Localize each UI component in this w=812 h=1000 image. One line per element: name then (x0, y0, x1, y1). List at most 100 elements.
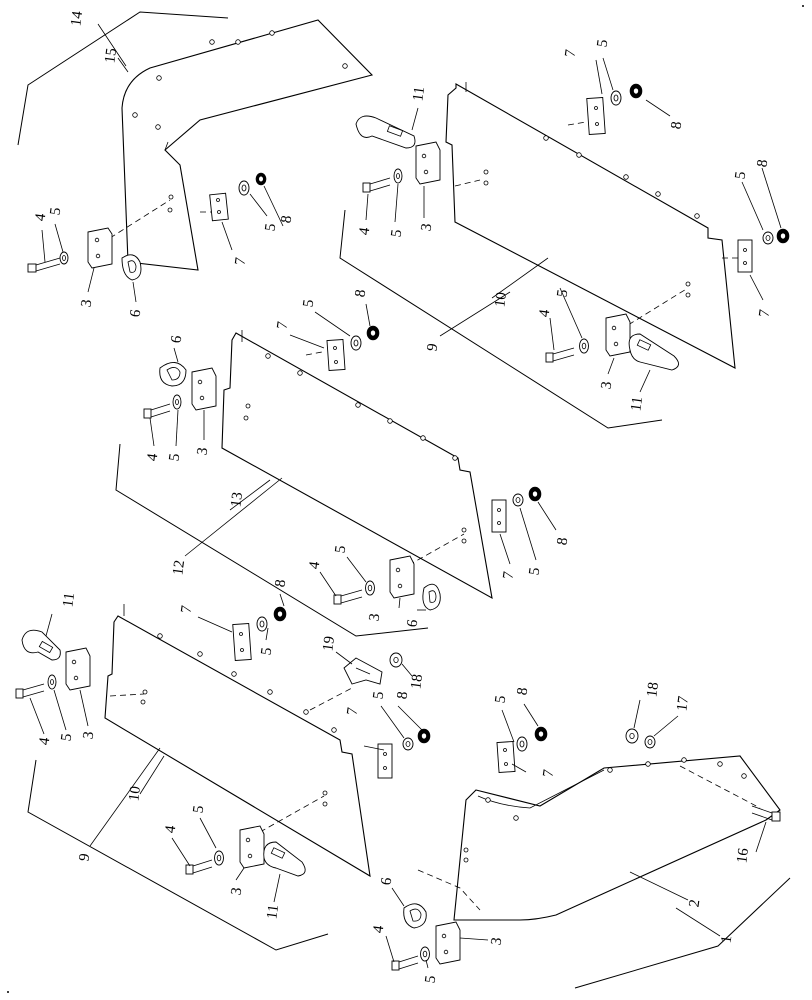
washer-5c (512, 493, 524, 507)
callout-3: 3 (195, 447, 212, 457)
callout-labels: 14 1 5 4 5 3 6 7 5 8 11 7 5 8 4 5 3 5 8 7… (33, 10, 774, 985)
callout-14: 14 (68, 10, 86, 28)
callout-3: 3 (229, 887, 246, 897)
callout-3: 3 (599, 381, 616, 391)
callout-8: 8 (353, 289, 370, 299)
callout-6: 6 (379, 876, 396, 886)
callout-6: 6 (169, 334, 186, 344)
callout-1: 1 (719, 935, 736, 945)
callout-4: 4 (33, 212, 50, 222)
callout-9: 9 (425, 343, 442, 353)
callout-3: 3 (79, 299, 96, 309)
plate-7c (737, 239, 753, 273)
washer-5c (402, 737, 414, 751)
callout-3: 3 (419, 223, 436, 233)
hose-clip-11b (263, 841, 306, 877)
callout-3: 3 (367, 613, 384, 623)
clamp-bracket-3 (87, 227, 113, 269)
callout-8: 8 (395, 691, 412, 701)
callout-11: 11 (264, 904, 282, 921)
callout-9: 9 (77, 853, 94, 863)
clamp-bracket-3 (415, 141, 441, 185)
callout-8: 8 (515, 687, 532, 697)
callout-18: 18 (644, 681, 662, 698)
grommet-6b (422, 583, 441, 611)
callout-5: 5 (259, 647, 276, 657)
callout-3: 3 (81, 731, 98, 741)
group-bottom-left-panel (15, 593, 431, 951)
group-bottom-right-side-shield (385, 699, 791, 989)
callout-5: 5 (493, 695, 510, 705)
bolt-16 (751, 805, 781, 822)
plate-7 (496, 740, 516, 774)
group-middle-panel (115, 303, 557, 637)
hose-clip-11 (355, 115, 416, 149)
nut-8 (255, 172, 267, 186)
clamp-bracket-3 (65, 647, 91, 691)
washer-5b (610, 90, 622, 106)
washer-5b (238, 180, 250, 196)
callout-7: 7 (757, 308, 774, 318)
callout-4: 4 (371, 924, 388, 934)
callout-19: 19 (320, 635, 338, 652)
callout-7: 7 (275, 320, 292, 330)
callout-17: 17 (674, 695, 692, 713)
washer-5 (172, 394, 182, 410)
callout-6: 6 (128, 308, 145, 318)
nut-8c (776, 228, 790, 244)
plate-7 (232, 623, 252, 661)
callout-7: 7 (345, 706, 362, 716)
plate-7 (326, 338, 346, 372)
callout-8: 8 (279, 215, 296, 225)
washer-5d (365, 580, 375, 596)
side-shield-14 (121, 19, 374, 271)
panel-12 (221, 332, 493, 600)
callout-5: 5 (371, 691, 388, 701)
callout-5: 5 (527, 567, 544, 577)
bolt-4b (185, 859, 213, 875)
bolt-4 (391, 955, 419, 971)
callout-5: 5 (167, 453, 184, 463)
callout-16: 16 (734, 847, 752, 865)
nut-8 (366, 325, 380, 341)
callout-8: 8 (755, 159, 772, 169)
nut-8c (417, 728, 431, 744)
clamp-bracket-3 (191, 367, 217, 411)
side-shield-2 (453, 755, 781, 921)
washer-5b (256, 616, 268, 632)
callout-5: 5 (263, 223, 280, 233)
callout-5: 5 (191, 805, 208, 815)
clamp-bracket-3b (239, 825, 265, 869)
washer-5b (350, 335, 362, 351)
nut-18 (389, 652, 403, 668)
callout-11: 11 (628, 396, 646, 413)
group-top-left-side-shield (17, 11, 374, 303)
clamp-bracket-3 (435, 921, 461, 965)
callout-7: 7 (541, 768, 558, 778)
grommet-6 (403, 903, 427, 929)
callout-6: 6 (405, 618, 422, 628)
hose-clip-11b (628, 333, 679, 371)
callout-4: 4 (163, 824, 180, 834)
callout-5: 5 (389, 229, 406, 239)
callout-5: 5 (555, 289, 572, 299)
panel-9b (104, 615, 371, 878)
callout-5: 5 (733, 171, 750, 181)
callout-13: 13 (228, 491, 246, 508)
callout-5: 5 (301, 299, 318, 309)
callout-11: 11 (60, 592, 78, 609)
callout-11: 11 (410, 86, 428, 103)
callout-4: 4 (145, 452, 162, 462)
bolt-4 (362, 177, 391, 193)
callout-4: 4 (357, 226, 374, 236)
clamp-bracket-3b (605, 313, 631, 357)
plate-7c (491, 499, 507, 533)
callout-5: 5 (48, 207, 65, 217)
callout-4: 4 (37, 736, 54, 746)
bolt-4 (27, 257, 61, 273)
washer-5 (59, 251, 69, 265)
callout-7: 7 (233, 256, 250, 266)
nut-8 (273, 606, 287, 622)
grommet-6 (121, 254, 142, 281)
